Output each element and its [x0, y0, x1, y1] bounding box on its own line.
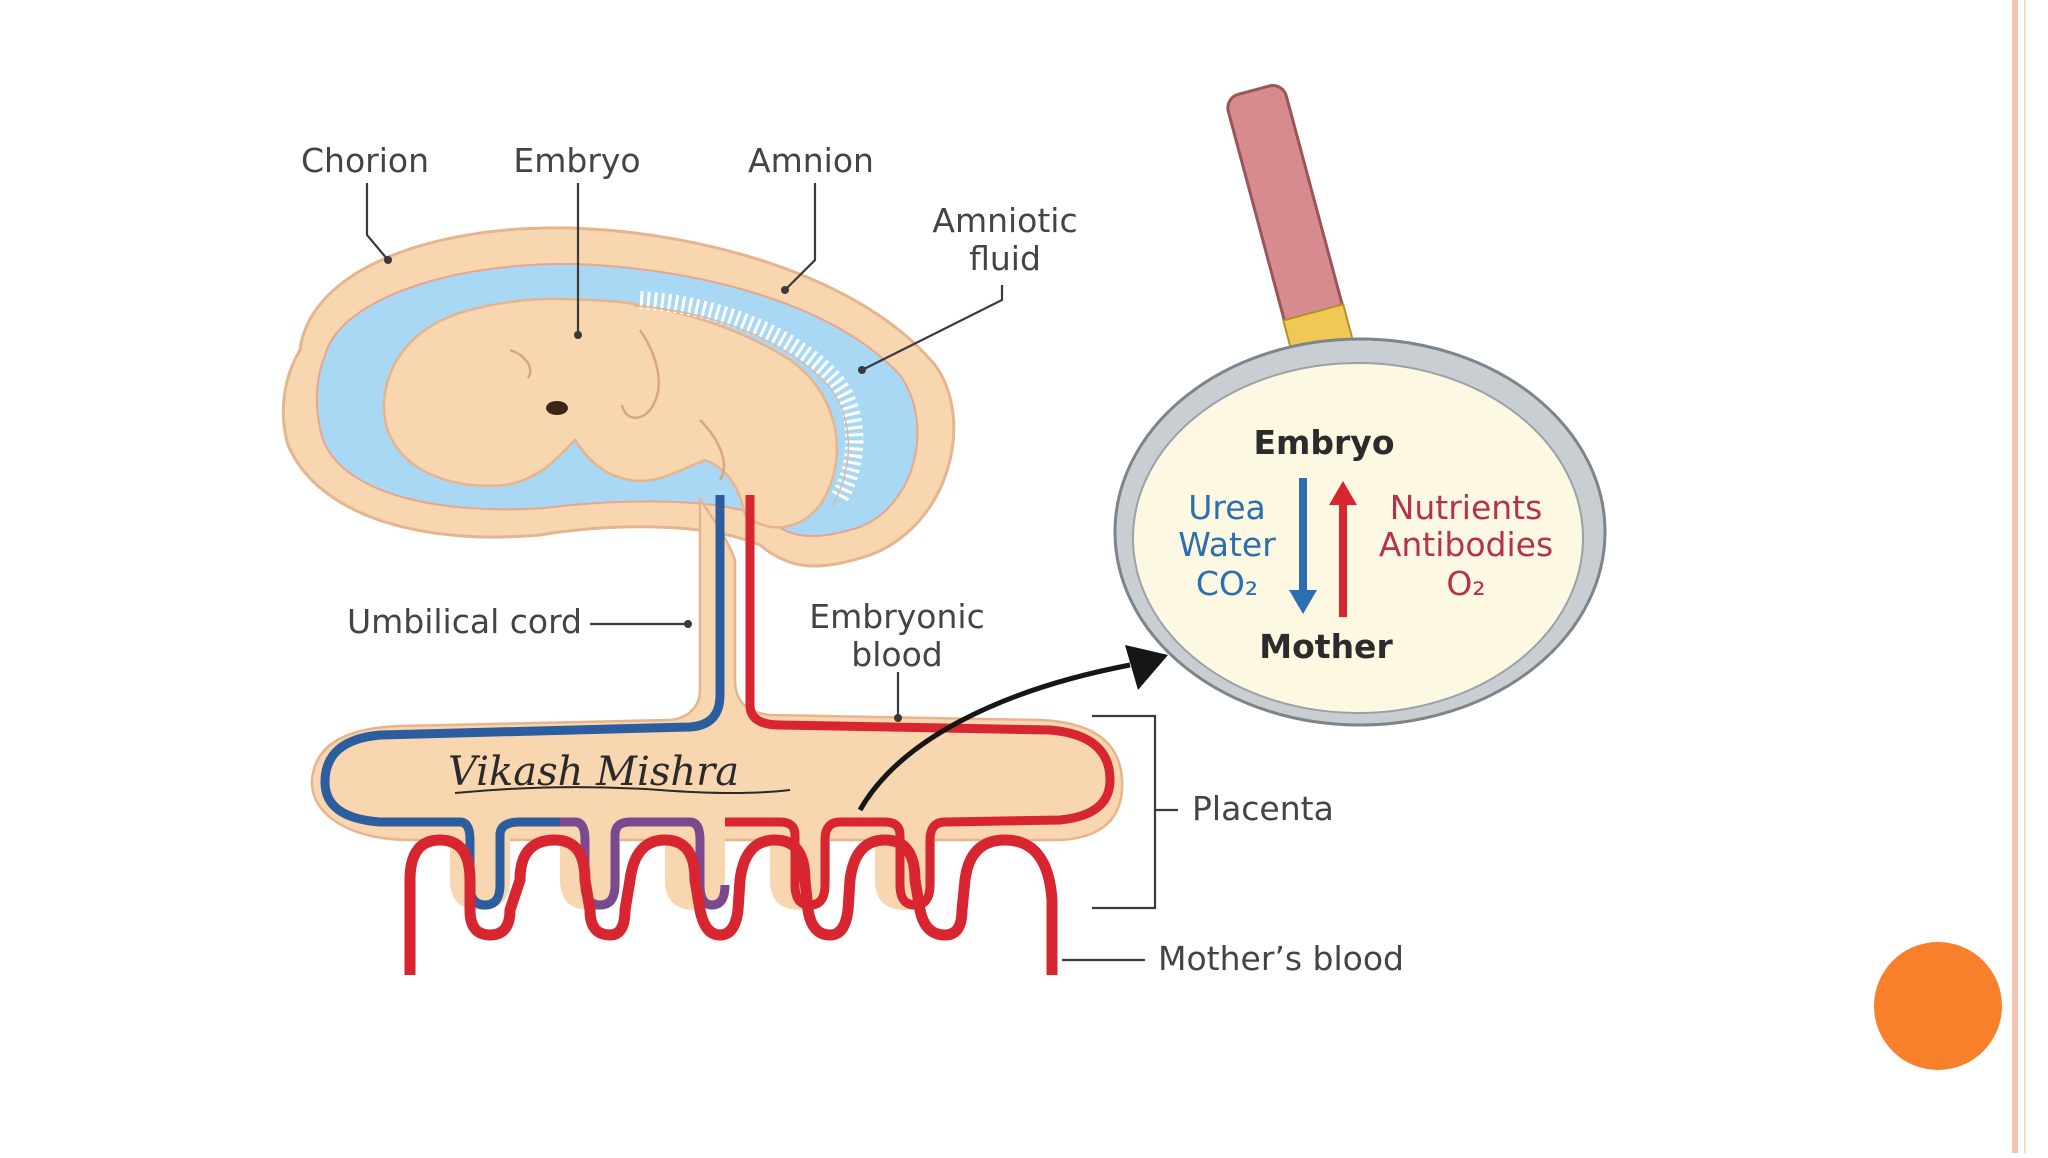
- label-placenta: Placenta: [1192, 789, 1334, 828]
- label-blood: blood: [851, 635, 942, 674]
- lens-urea: Urea: [1188, 488, 1266, 527]
- lens-antibodies: Antibodies: [1379, 525, 1553, 564]
- label-amniotic: Amniotic: [932, 201, 1077, 240]
- magnifier-handle: [1226, 84, 1348, 343]
- embryo-ear: [509, 348, 532, 379]
- label-amnion: Amnion: [748, 141, 874, 180]
- arrow-to-embryo: [1329, 481, 1357, 617]
- embryonic-vein: [320, 495, 725, 910]
- signature-underline: [454, 786, 791, 794]
- embryo-eye: [546, 401, 568, 415]
- label-embryonic: Embryonic: [809, 597, 984, 636]
- slide-border-line: [2012, 0, 2018, 1153]
- zoom-arrow: [857, 645, 1168, 812]
- mothers-blood-vessels: [404, 834, 1058, 975]
- lens-label-embryo: Embryo: [1253, 423, 1394, 462]
- label-fluid: fluid: [969, 239, 1041, 278]
- embryo-spine: [639, 291, 864, 505]
- lens-label-mother: Mother: [1259, 627, 1393, 666]
- leader-lines: [365, 183, 1178, 962]
- label-chorion: Chorion: [301, 141, 429, 180]
- blood-vessels: [320, 495, 1115, 975]
- slide-border-line-inner: [2024, 0, 2026, 1153]
- author-signature: Vikash Mishra: [448, 749, 791, 795]
- magnifying-glass: Embryo Mother Urea Water CO₂ Nutrients A…: [1113, 84, 1607, 727]
- label-mothers-blood: Mother’s blood: [1158, 939, 1404, 978]
- label-umbilical-cord: Umbilical cord: [347, 602, 582, 641]
- embryo: [382, 291, 864, 529]
- lens-water: Water: [1178, 525, 1276, 564]
- label-embryo: Embryo: [513, 141, 640, 180]
- arrow-to-mother: [1289, 478, 1317, 614]
- magnifier-lens: [1132, 362, 1584, 714]
- lens-co2: CO₂: [1196, 564, 1258, 603]
- lens-o2: O₂: [1446, 564, 1485, 603]
- lens-nutrients: Nutrients: [1390, 488, 1543, 527]
- embryo-tail: [699, 419, 726, 481]
- embryo-limb-bud: [620, 329, 660, 419]
- diagram-labels: Chorion Embryo Amnion Amniotic fluid Umb…: [301, 141, 1404, 978]
- slide-accent-dot: [1874, 942, 2002, 1070]
